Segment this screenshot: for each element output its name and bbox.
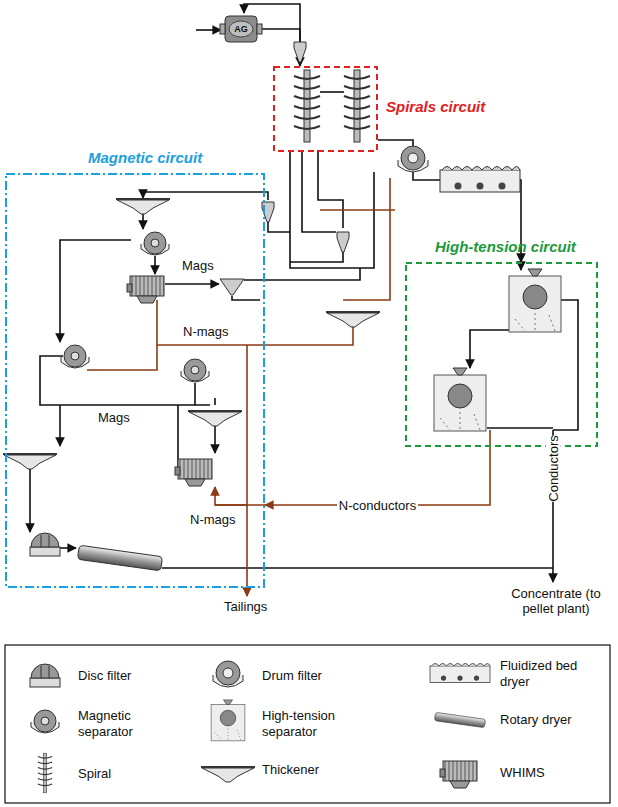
legend-text: Thickener <box>262 762 319 778</box>
stream-label: Conductors <box>545 435 560 501</box>
region-outline <box>405 262 598 447</box>
legend-text: Spiral <box>78 766 111 782</box>
legend-text: Rotary dryer <box>500 712 572 728</box>
stream-label: Tailings <box>224 599 267 614</box>
flow-line <box>265 447 490 505</box>
circuit-heading: Spirals circuit <box>386 98 485 115</box>
legend-text: WHIMS <box>500 765 545 781</box>
circuit-region: High-tension circuit <box>405 262 598 447</box>
stream-label: Mags <box>98 410 130 425</box>
region-outline <box>273 66 378 152</box>
legend-text: Fluidized bed dryer <box>500 658 608 690</box>
legend-text: High-tension separator <box>262 708 352 740</box>
circuit-region: Spirals circuit <box>273 66 378 152</box>
legend-text: Drum filter <box>262 668 322 684</box>
stream-label: N-conductors <box>337 498 418 513</box>
mill-label: AG <box>220 22 262 36</box>
circuit-heading: High-tension circuit <box>435 238 576 255</box>
stream-label: Mags <box>182 258 214 273</box>
legend-text: Disc filter <box>78 668 131 684</box>
stream-label: N-mags <box>183 324 229 339</box>
legend-text: Magnetic separator <box>78 708 158 740</box>
circuit-heading: Magnetic circuit <box>88 149 202 166</box>
stream-label: Concentrate (to pellet plant) <box>500 586 612 616</box>
ag-mill: AG <box>220 14 262 44</box>
stream-label: N-mags <box>190 512 236 527</box>
